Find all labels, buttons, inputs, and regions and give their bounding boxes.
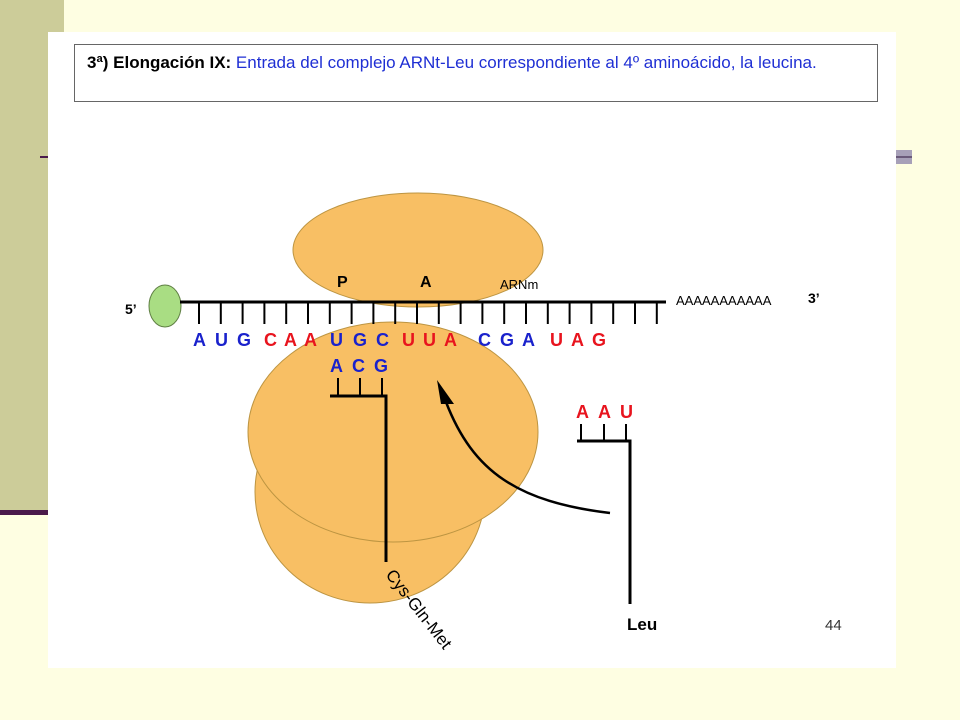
codon-3-base-1: U: [330, 330, 343, 350]
trna-leu-base-2: A: [598, 402, 611, 422]
entry-arrow: [444, 401, 611, 515]
p-site-label: P: [337, 274, 348, 291]
leu-label: Leu: [627, 615, 657, 634]
a-site-label: A: [420, 274, 432, 291]
arrowhead-icon: [437, 380, 454, 404]
caption-text: Entrada del complejo ARNt-Leu correspond…: [231, 53, 817, 72]
caption-lead: 3ª) Elongación IX:: [87, 53, 232, 72]
bottom-rule: [0, 510, 50, 515]
codon-1-base-3: G: [237, 330, 251, 350]
codon-6-base-1: U: [550, 330, 563, 350]
trna-p-base-1: A: [330, 356, 343, 376]
codon-5-base-2: G: [500, 330, 514, 350]
mrna-label: ARNm: [500, 277, 538, 292]
codon-2-base-1: C: [264, 330, 277, 350]
codon-1-base-2: U: [215, 330, 228, 350]
codon-6-base-2: A: [571, 330, 584, 350]
codon-5-base-1: C: [478, 330, 491, 350]
ribosome-large-body: [247, 321, 539, 543]
five-prime-label: 5’: [125, 301, 137, 317]
trna-p-base-2: C: [352, 356, 365, 376]
mrna-nucleotide-ticks: [198, 302, 658, 324]
codon-6-base-3: G: [592, 330, 606, 350]
codon-1-base-1: A: [193, 330, 206, 350]
codon-4-base-2: U: [423, 330, 436, 350]
translation-diagram: 3ª) Elongación IX: Entrada del complejo …: [48, 32, 896, 668]
trna-leu-base-3: U: [620, 402, 633, 422]
codon-3-base-3: C: [376, 330, 389, 350]
codon-2-base-2: A: [284, 330, 297, 350]
codon-2-base-3: A: [304, 330, 317, 350]
three-prime-label: 3’: [808, 290, 820, 306]
codon-5-base-3: A: [522, 330, 535, 350]
codon-4-base-3: A: [444, 330, 457, 350]
trna-p-base-3: G: [374, 356, 388, 376]
poly-a-tail: AAAAAAAAAAA: [676, 293, 772, 308]
slide-number: 44: [825, 617, 842, 634]
five-prime-cap: [148, 284, 182, 328]
codon-4-base-1: U: [402, 330, 415, 350]
caption-box: 3ª) Elongación IX: Entrada del complejo …: [74, 44, 878, 102]
trna-leu-base-1: A: [576, 402, 589, 422]
codon-3-base-2: G: [353, 330, 367, 350]
